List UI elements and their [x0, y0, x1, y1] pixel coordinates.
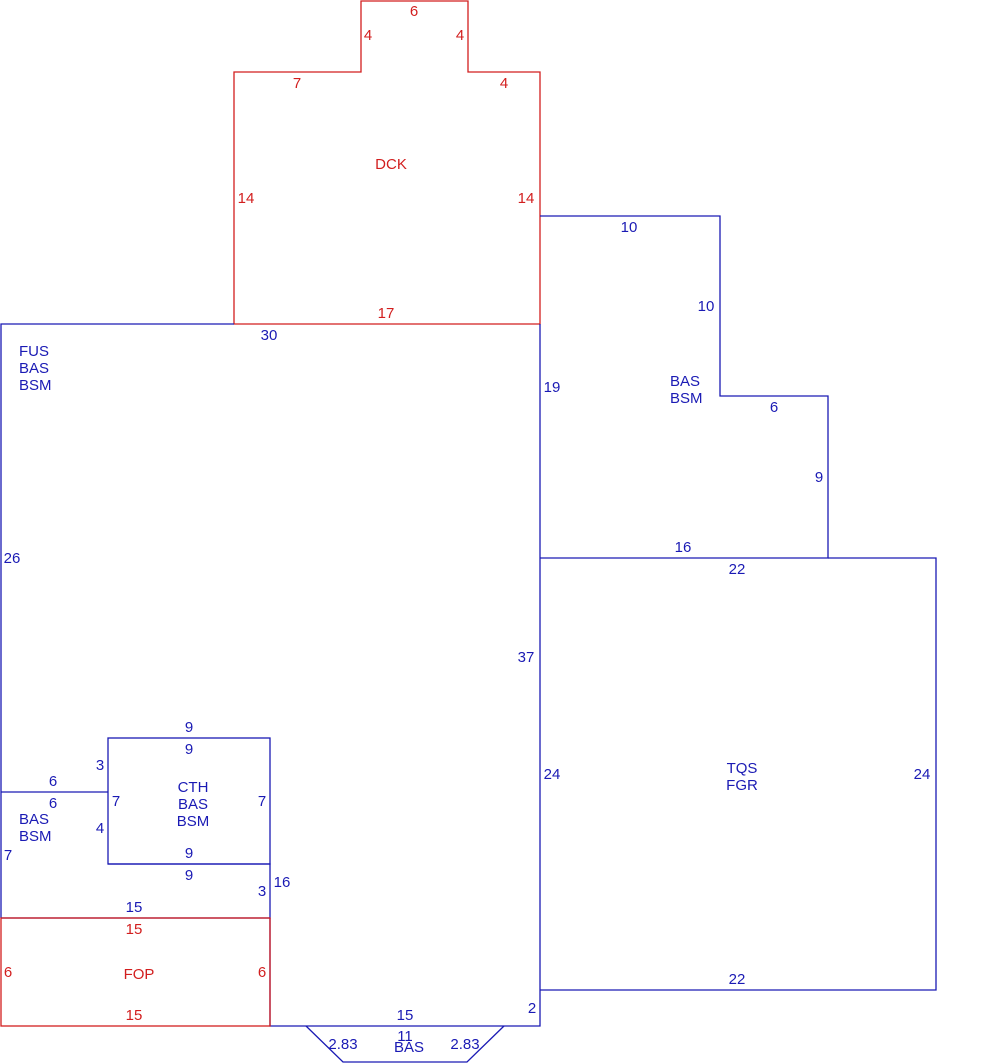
cth-label-line1: CTH: [178, 779, 209, 796]
dim-fop-left: 6: [4, 964, 12, 981]
cth-label-line2: BAS: [178, 796, 208, 813]
garage-label-line2: FGR: [726, 777, 758, 794]
dim-bay-front: 11: [397, 1028, 413, 1045]
dim-front-right: 2: [528, 1000, 536, 1017]
fop-outline: [0, 917, 271, 1027]
left-wing-label-line2: BSM: [19, 828, 52, 845]
dim-main-right-upper: 19: [544, 379, 561, 396]
deck-area: DCK 6 4 4 7 4 14 14 17: [233, 0, 541, 325]
fop-area: FOP 15 6 6 15: [0, 917, 271, 1027]
dim-dck-left-top: 7: [293, 75, 301, 92]
dim-cth-top-in: 9: [185, 741, 193, 758]
dim-cth-bottom-out: 9: [185, 867, 193, 884]
dim-dck-left: 14: [238, 190, 255, 207]
main-house-outline: [0, 323, 234, 918]
dim-dck-notch-right: 4: [456, 27, 464, 44]
dim-fop-top: 15: [126, 921, 143, 938]
dim-dck-notch-left: 4: [364, 27, 372, 44]
dim-bay-left: 2.83: [328, 1036, 357, 1053]
main-label-line1: FUS: [19, 343, 49, 360]
dim-add-top: 10: [621, 219, 638, 236]
dim-cth-left-upper: 3: [96, 757, 104, 774]
dim-main-left: 26: [4, 550, 21, 567]
dim-add-step: 6: [770, 399, 778, 416]
dim-add-right-lower: 9: [815, 469, 823, 486]
dim-cth-step: 3: [258, 883, 266, 900]
main-label-line3: BSM: [19, 377, 52, 394]
bay-label: BAS: [394, 1039, 424, 1056]
left-wing-label-line1: BAS: [19, 811, 49, 828]
bay-outline: [305, 1025, 505, 1063]
left-wing-area: BAS BSM 6 6 7 15: [1, 773, 271, 919]
dim-dck-top: 6: [410, 3, 418, 20]
fop-label: FOP: [124, 966, 155, 983]
dim-fop-bottom: 15: [126, 1007, 143, 1024]
cth-area: CTH BAS BSM 9 9 3 7 7 4 9 9 3: [96, 719, 271, 900]
dim-dck-right-top: 4: [500, 75, 508, 92]
cth-label-line3: BSM: [177, 813, 210, 830]
rear-addition-outline: [540, 215, 829, 559]
garage-label-line1: TQS: [727, 760, 758, 777]
dim-dck-right: 14: [518, 190, 535, 207]
dim-wing-left: 7: [4, 847, 12, 864]
dim-cth-bottom-in: 9: [185, 845, 193, 862]
dim-fop-right: 6: [258, 964, 266, 981]
dim-gar-top: 22: [729, 561, 746, 578]
bay-area: BAS 2.83 11 2.83: [305, 1025, 505, 1063]
deck-outline: [233, 0, 541, 325]
dim-cth-left: 7: [112, 793, 120, 810]
dim-gar-right: 24: [914, 766, 931, 783]
garage-outline: [540, 557, 937, 991]
garage-area: TQS FGR 22 24 24 22: [540, 557, 937, 991]
dim-wing-top-in: 6: [49, 795, 57, 812]
deck-label: DCK: [375, 156, 407, 173]
dim-add-bottom: 16: [675, 539, 692, 556]
dim-bay-right: 2.83: [450, 1036, 479, 1053]
dim-cth-top-out: 9: [185, 719, 193, 736]
rear-addition-area: BAS BSM 10 10 6 9 16: [540, 215, 829, 559]
dim-main-top: 30: [261, 327, 278, 344]
dim-wing-top-out: 6: [49, 773, 57, 790]
rear-addition-label-line2: BSM: [670, 390, 703, 407]
dim-main-right-lower: 16: [274, 874, 291, 891]
rear-addition-label-line1: BAS: [670, 373, 700, 390]
dim-dck-bottom: 17: [378, 305, 395, 322]
dim-front: 15: [397, 1007, 414, 1024]
dim-gar-left: 24: [544, 766, 561, 783]
main-label-line2: BAS: [19, 360, 49, 377]
main-house-front: [269, 324, 541, 1027]
dim-main-right: 37: [518, 649, 535, 666]
dim-gar-bottom: 22: [729, 971, 746, 988]
dim-wing-bottom: 15: [126, 899, 143, 916]
dim-add-right-upper: 10: [698, 298, 715, 315]
main-house-area: FUS BAS BSM 30 26 19 37 16 15 2: [0, 323, 561, 1027]
dim-cth-left-lower: 4: [96, 820, 104, 837]
dim-cth-right: 7: [258, 793, 266, 810]
